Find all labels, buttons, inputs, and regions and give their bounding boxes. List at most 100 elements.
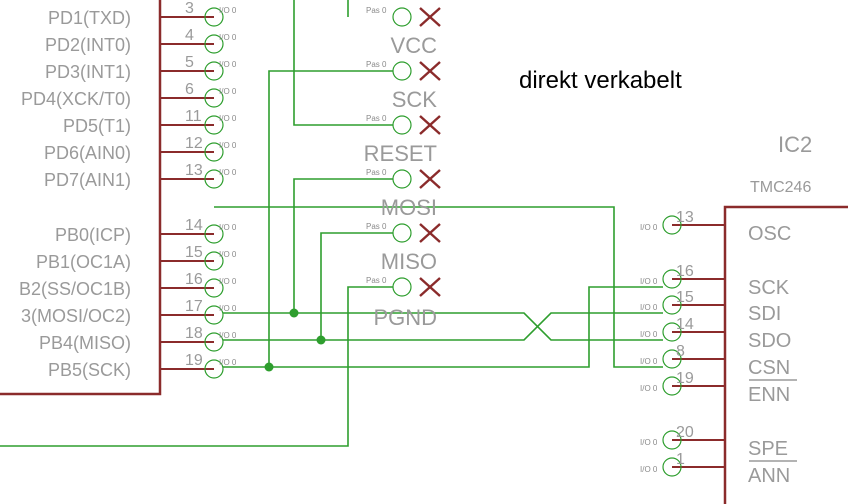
left-pin-tag: I/O 0 xyxy=(219,277,237,286)
ic2-value: TMC246 xyxy=(750,179,811,196)
connector-pin-tag: Pas 0 xyxy=(366,276,387,285)
ic2-name: IC2 xyxy=(778,132,812,157)
left-pin-label: PB0(ICP) xyxy=(55,225,131,245)
left-pin-endpoint xyxy=(204,142,224,162)
right-pin-number: 16 xyxy=(676,263,694,280)
net-reset-branch xyxy=(293,178,393,313)
no-connect-mark xyxy=(419,169,441,189)
net-miso-sdi xyxy=(223,312,663,341)
connector-pin-endpoint xyxy=(392,115,412,135)
right-pin-tag: I/O 0 xyxy=(640,438,658,447)
left-pin-number: 12 xyxy=(185,135,203,152)
left-pin-number: 13 xyxy=(185,162,203,179)
left-pin-label: 3(MOSI/OC2) xyxy=(21,306,131,326)
no-connect-mark xyxy=(419,277,441,297)
nets xyxy=(0,0,663,447)
left-pin-endpoint xyxy=(204,61,224,81)
left-pin-label: PD1(TXD) xyxy=(48,8,131,28)
left-pin-label: PB5(SCK) xyxy=(48,360,131,380)
left-pin-endpoint xyxy=(204,7,224,27)
right-pin-label: SDO xyxy=(748,330,791,352)
connector-pin-tag: Pas 0 xyxy=(366,222,387,231)
left-pin-tag: I/O 0 xyxy=(219,87,237,96)
right-pin-number: 15 xyxy=(676,289,694,306)
connector-pin-endpoint xyxy=(392,169,412,189)
right-pin-tag: I/O 0 xyxy=(640,223,658,232)
connector-pin-label: VCC xyxy=(391,33,438,58)
right-pin-number: 1 xyxy=(676,451,685,468)
left-pin-label: PB4(MISO) xyxy=(39,333,131,353)
left-pin-number: 19 xyxy=(185,352,203,369)
left-pin-tag: I/O 0 xyxy=(219,331,237,340)
left-pin-tag: I/O 0 xyxy=(219,6,237,15)
left-pin-tag: I/O 0 xyxy=(219,358,237,367)
connector-pin-tag: Pas 0 xyxy=(366,114,387,123)
no-connect-mark xyxy=(419,223,441,243)
right-pin-label: ENN xyxy=(748,384,790,406)
left-pin-label: PD5(T1) xyxy=(63,116,131,136)
right-pin-endpoint xyxy=(662,269,682,289)
connector-pin-endpoint xyxy=(392,61,412,81)
right-pin-tag: I/O 0 xyxy=(640,330,658,339)
right-pin-tag: I/O 0 xyxy=(640,303,658,312)
net-vcc-branch xyxy=(268,70,393,367)
left-pin-tag: I/O 0 xyxy=(219,141,237,150)
no-connect-mark xyxy=(419,115,441,135)
right-pin-endpoint xyxy=(662,349,682,369)
left-pin-endpoint xyxy=(204,251,224,271)
no-connect-mark xyxy=(419,7,441,27)
right-pin-endpoint xyxy=(662,215,682,235)
left-pin-number: 18 xyxy=(185,325,203,342)
left-pin-label: PD2(INT0) xyxy=(45,35,131,55)
left-pin-number: 14 xyxy=(185,217,203,234)
connector-pin-tag: Pas 0 xyxy=(366,168,387,177)
left-pin-tag: I/O 0 xyxy=(219,114,237,123)
left-pin-number: 11 xyxy=(185,108,202,125)
junction-dot xyxy=(289,308,299,318)
left-pin-number: 4 xyxy=(185,27,194,44)
right-pin-tag: I/O 0 xyxy=(640,357,658,366)
left-pin-endpoint xyxy=(204,332,224,352)
right-pin-tag: I/O 0 xyxy=(640,277,658,286)
left-pin-number: 6 xyxy=(185,81,194,98)
right-pin-label: CSN xyxy=(748,357,790,379)
left-pin-endpoint xyxy=(204,34,224,54)
right-pin-label: SCK xyxy=(748,277,790,299)
net-sck-header xyxy=(293,0,393,126)
right-pin-label: ANN xyxy=(748,465,790,487)
left-pin-label: PD6(AIN0) xyxy=(44,143,131,163)
connector-pin-label: PGND xyxy=(373,305,437,330)
connector-pin-endpoint xyxy=(392,7,412,27)
connector-pin-label: RESET xyxy=(364,141,437,166)
no-connect-mark xyxy=(419,61,441,81)
left-pin-tag: I/O 0 xyxy=(219,304,237,313)
right-pin-tag: I/O 0 xyxy=(640,384,658,393)
right-pin-endpoint xyxy=(662,322,682,342)
right-pin-endpoint xyxy=(662,430,682,450)
right-ic-body xyxy=(723,205,848,504)
junction-dot xyxy=(264,362,274,372)
left-pin-number: 5 xyxy=(185,54,194,71)
right-pin-endpoint xyxy=(662,457,682,477)
left-pin-endpoint xyxy=(204,88,224,108)
left-pin-endpoint xyxy=(204,115,224,135)
net-sck-sck xyxy=(223,286,663,368)
right-pin-number: 8 xyxy=(676,343,685,360)
connector-pin-tag: Pas 0 xyxy=(366,6,387,15)
left-pin-tag: I/O 0 xyxy=(219,60,237,69)
left-pin-tag: I/O 0 xyxy=(219,223,237,232)
left-pin-number: 17 xyxy=(185,298,203,315)
left-pin-number: 16 xyxy=(185,271,203,288)
right-pin-endpoint xyxy=(662,376,682,396)
annotation-note: direkt verkabelt xyxy=(519,67,682,94)
left-pin-tag: I/O 0 xyxy=(219,168,237,177)
right-pin-label: SDI xyxy=(748,303,781,325)
junction-dot xyxy=(316,335,326,345)
right-pin-tag: I/O 0 xyxy=(640,465,658,474)
